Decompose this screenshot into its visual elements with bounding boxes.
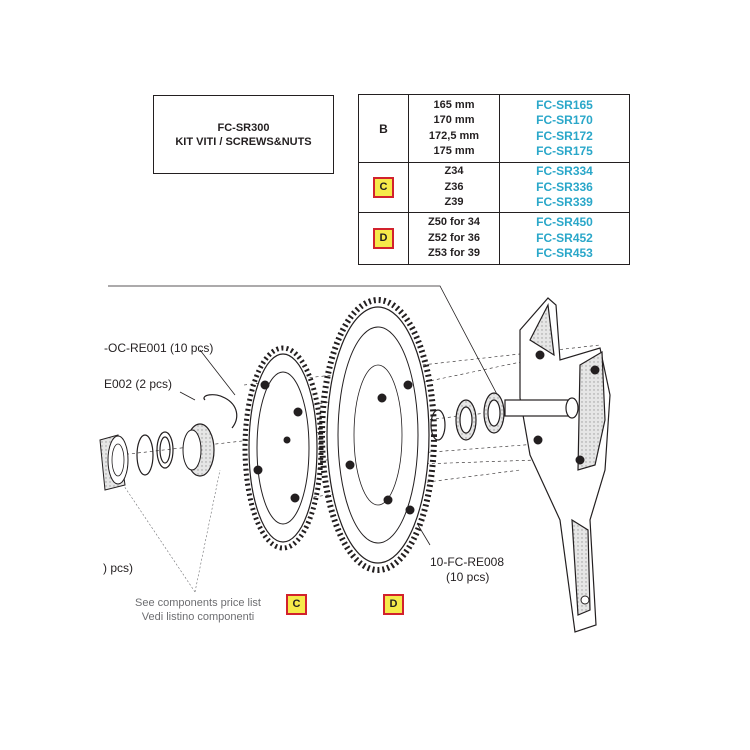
label-pcs-left: ) pcs) — [103, 561, 133, 575]
crank-arm-part — [504, 297, 611, 633]
leader-lines — [108, 285, 501, 546]
size-value: 175 mm — [433, 145, 475, 157]
size-value: Z52 for 36 — [428, 231, 480, 244]
components-note: See components price list Vedi listino c… — [123, 596, 273, 624]
kit-name: KIT VITI / SCREWS&NUTS — [175, 135, 312, 148]
part-code: FC-SR172 — [536, 128, 593, 143]
label-e002: E002 (2 pcs) — [104, 377, 173, 391]
chainring-small-part — [242, 345, 324, 551]
part-code: FC-SR334 — [536, 164, 593, 179]
spec-row-c: C Z34 Z36 Z39 FC-SR334 FC-SR336 FC-SR339 — [358, 162, 630, 213]
label-re008-line2: (10 pcs) — [446, 570, 490, 584]
row-key-d: D — [358, 212, 409, 265]
chainring-large-part — [319, 297, 437, 573]
part-code: FC-SR165 — [536, 97, 593, 112]
callout-badge-d: D — [383, 594, 404, 615]
spindle-bolt-part — [99, 434, 129, 491]
size-value: 170 mm — [433, 114, 475, 126]
kit-code: FC-SR300 — [217, 121, 270, 134]
note-pointer-lines — [119, 469, 221, 593]
part-code: FC-SR336 — [536, 179, 593, 194]
small-ring-sizes-cell: Z34 Z36 Z39 — [408, 162, 500, 213]
size-value: 165 mm — [433, 98, 475, 111]
label-re008-line1: 10-FC-RE008 — [430, 555, 505, 569]
part-code: FC-SR170 — [536, 113, 593, 127]
size-value: 172,5 mm — [428, 129, 480, 142]
spring-clip-part — [203, 394, 238, 429]
badge-c: C — [373, 177, 394, 198]
spec-row-b: B 165 mm 170 mm 172,5 mm 175 mm FC-SR165… — [358, 94, 630, 163]
callout-badge-c: C — [286, 594, 307, 615]
part-code: FC-SR452 — [536, 230, 593, 245]
note-it: Vedi listino componenti — [141, 611, 255, 623]
part-code: FC-SR175 — [536, 144, 593, 158]
crank-codes-cell: FC-SR165 FC-SR170 FC-SR172 FC-SR175 — [499, 94, 630, 163]
part-code: FC-SR453 — [536, 246, 593, 261]
size-value: Z39 — [444, 196, 464, 209]
spec-table: B 165 mm 170 mm 172,5 mm 175 mm FC-SR165… — [358, 94, 630, 265]
size-value: Z36 — [444, 180, 464, 193]
size-value: Z50 for 34 — [428, 216, 480, 229]
big-ring-sizes-cell: Z50 for 34 Z52 for 36 Z53 for 39 — [408, 212, 500, 265]
row-key-c: C — [358, 162, 409, 213]
note-en: See components price list — [135, 597, 261, 609]
part-code: FC-SR339 — [536, 195, 593, 210]
part-code: FC-SR450 — [536, 215, 593, 230]
label-oc-re001: -OC-RE001 (10 pcs) — [104, 341, 214, 355]
washer-parts — [136, 431, 174, 476]
size-value: Z34 — [444, 165, 464, 178]
small-ring-codes-cell: FC-SR334 FC-SR336 FC-SR339 — [499, 162, 630, 213]
spacer-ring-parts — [430, 392, 505, 441]
lock-ring-part — [182, 423, 215, 477]
spec-row-d: D Z50 for 34 Z52 for 36 Z53 for 39 FC-SR… — [358, 212, 630, 265]
size-value: Z53 for 39 — [428, 247, 480, 260]
badge-d: D — [373, 228, 394, 249]
big-ring-codes-cell: FC-SR450 FC-SR452 FC-SR453 — [499, 212, 630, 265]
kit-screws-box: FC-SR300 KIT VITI / SCREWS&NUTS — [153, 95, 334, 174]
